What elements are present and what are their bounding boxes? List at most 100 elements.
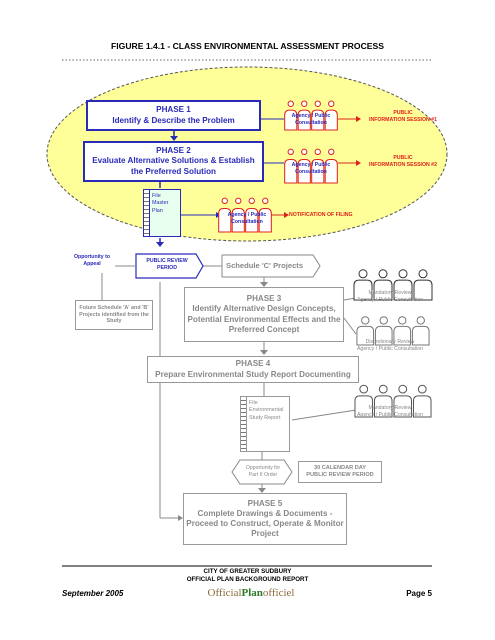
discretionary-people-icon (356, 316, 430, 346)
public-review-period: PUBLIC REVIEW PERIOD (138, 258, 196, 272)
footer-page: Page 5 (406, 589, 432, 598)
person-head-icon (418, 269, 428, 279)
phase-5-line-a: Complete Drawings & Documents - (197, 508, 333, 518)
future-schedule-box: Future Schedule 'A' and 'B' Projects ide… (75, 300, 153, 330)
mandatory-review-label-2: Mandatory Review Agency / Public Consult… (348, 405, 432, 419)
person-head-icon (328, 148, 335, 156)
person-head-icon (378, 269, 388, 279)
person-body-icon (354, 395, 374, 418)
person-head-icon (314, 148, 321, 156)
discretionary-line-b: Agency / Public Consultation (356, 345, 424, 352)
footer-org: CITY OF GREATER SUDBURY (203, 568, 292, 575)
discretionary-review-label: Discretionary Review Agency / Public Con… (348, 339, 432, 353)
mandatory-2-line-b: Agency / Public Consultation (356, 411, 424, 418)
person-head-icon (287, 100, 294, 107)
consultation-label-2: Agency / Public Consultation (284, 162, 338, 176)
thirty-day-line-b: PUBLIC REVIEW PERIOD (306, 472, 374, 478)
opportunity-to-appeal: Opportunity to Appeal (68, 254, 116, 268)
consultation-people-icon-2 (284, 148, 338, 184)
person-body-icon (356, 325, 375, 346)
thirty-day-review-box: 30 CALENDAR DAY PUBLIC REVIEW PERIOD (298, 461, 382, 483)
logo-officiel: officiel (262, 587, 295, 599)
environmental-study-report-document: File Environmental Study Report (240, 396, 290, 452)
public-info-session-1-line-a: PUBLIC (393, 110, 413, 116)
phase-2-line-a: Evaluate Alternative Solutions & Establi… (92, 156, 255, 166)
person-head-icon (301, 148, 308, 156)
person-body-icon (258, 207, 272, 233)
person-body-icon (393, 325, 412, 346)
phase-5-line-b: Proceed to Construct, Operate & Monitor (186, 519, 344, 528)
person-body-icon (353, 279, 373, 301)
consultation-label-3-line-b: Consultation (231, 218, 263, 225)
appeal-line-b: Appeal (83, 260, 101, 267)
phase-3-box: PHASE 3 Identify Alternative Design Conc… (184, 287, 344, 342)
esr-environmental: Environmental (249, 407, 284, 414)
future-line-a: Future Schedule 'A' and 'B' (79, 304, 149, 311)
part-ii-order: Opportunity for Part II Order (238, 465, 288, 479)
person-head-icon (359, 384, 369, 394)
phase-1-box: PHASE 1 Identify & Describe the Problem (86, 100, 261, 131)
footer-date: September 2005 (62, 589, 124, 598)
person-head-icon (262, 197, 269, 205)
phase-5-box: PHASE 5 Complete Drawings & Documents - … (183, 493, 347, 545)
person-head-icon (287, 148, 294, 156)
master-plan-document: File Master Plan (143, 189, 181, 237)
public-info-session-2-line-b: INFORMATION SESSION #2 (369, 161, 437, 168)
mandatory-1-line-a: Mandatory Review (368, 290, 412, 296)
public-info-session-2: PUBLIC INFORMATION SESSION #2 (358, 155, 448, 169)
master-plan-document-text: File Master Plan (152, 193, 168, 215)
person-body-icon (245, 207, 259, 233)
consultation-label-3-line-a: Agency / Public (227, 212, 267, 218)
consultation-people-icon-3 (218, 197, 272, 233)
person-body-icon (324, 158, 338, 184)
person-head-icon (398, 269, 408, 279)
person-body-icon (373, 395, 393, 418)
official-plan-logo: OfficialPlanofficiel (196, 587, 306, 599)
notification-of-filing: NOTIFICATION OF FILING (289, 212, 353, 218)
person-body-icon (411, 325, 430, 346)
public-review-period-shape (135, 253, 204, 279)
appeal-line-a: Opportunity to (73, 254, 111, 260)
public-info-session-1: PUBLIC INFORMATION SESSION #1 (358, 110, 448, 124)
people-icons (218, 100, 433, 418)
phase-3-line-b: Potential Environmental Effects and the (187, 314, 341, 324)
consultation-label-1-line-b: Consultation (295, 119, 327, 126)
phase-2-heading: PHASE 2 (156, 146, 191, 156)
person-body-icon (393, 279, 413, 301)
part-ii-line-a: Opportunity for (245, 465, 281, 471)
consultation-label-2-line-b: Consultation (295, 168, 327, 175)
master-plan-plan: Plan (152, 207, 163, 214)
phase-3-line-c: Preferred Concept (228, 324, 300, 334)
mandatory-2-line-a: Mandatory Review (368, 405, 412, 411)
part-ii-order-shape (231, 459, 293, 485)
person-head-icon (379, 316, 388, 325)
phase-4-text: Prepare Environmental Study Report Docum… (155, 369, 351, 379)
person-body-icon (412, 395, 432, 418)
person-head-icon (398, 316, 407, 325)
person-head-icon (417, 384, 427, 394)
person-body-icon (393, 395, 413, 418)
person-body-icon (373, 279, 393, 301)
esr-study-report: Study Report (249, 414, 281, 421)
figure-title: FIGURE 1.4.1 - CLASS ENVIRONMENTAL ASSES… (111, 41, 384, 51)
review-period-line-a: PUBLIC REVIEW (146, 258, 188, 264)
person-head-icon (416, 316, 425, 325)
person-body-icon (324, 109, 338, 131)
mandatory-people-icon-1 (353, 269, 433, 301)
discretionary-line-a: Discretionary Review (365, 339, 415, 345)
consultation-people-icon-1 (284, 100, 338, 131)
consultation-label-1: Agency / Public Consultation (284, 113, 338, 127)
phase-5-heading: PHASE 5 (247, 498, 283, 508)
logo-official: Official (207, 587, 242, 599)
esr-document-text: File Environmental Study Report (249, 400, 283, 422)
master-plan-document-binding (144, 190, 150, 236)
person-body-icon (218, 207, 232, 233)
person-head-icon (328, 100, 335, 107)
public-info-session-1-line-b: INFORMATION SESSION #1 (369, 116, 437, 123)
future-line-c: Study (106, 318, 122, 325)
part-ii-line-b: Part II Order (248, 471, 278, 478)
person-head-icon (361, 316, 370, 325)
review-period-line-b: PERIOD (157, 264, 177, 271)
master-plan-master: Master (152, 200, 169, 207)
person-body-icon (311, 158, 325, 184)
